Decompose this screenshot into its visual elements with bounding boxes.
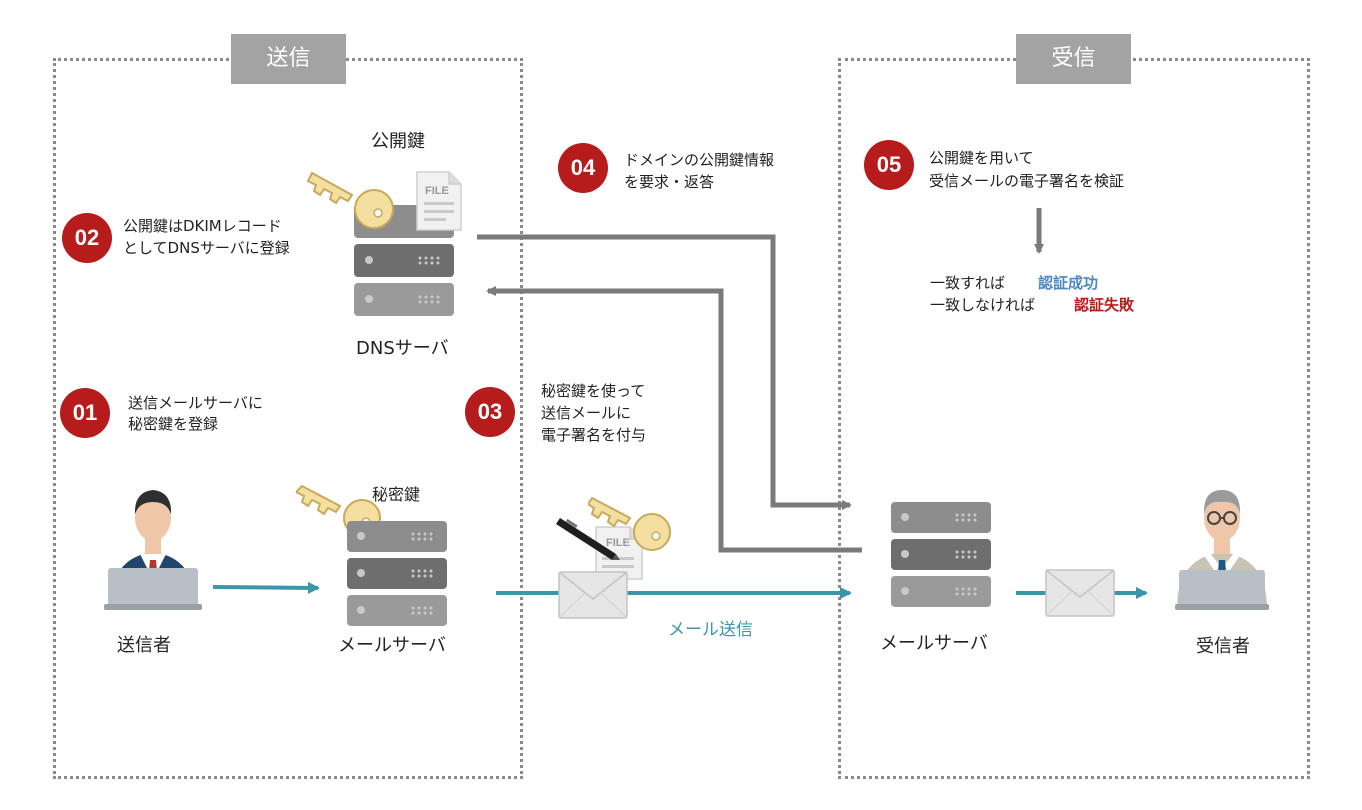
receive-zone-title: 受信	[1016, 34, 1131, 84]
dns-server-label: DNSサーバ	[356, 338, 449, 359]
result-match-prefix: 一致すれば	[930, 274, 1006, 292]
step-05-badge: 05	[864, 140, 914, 190]
sender-mail-server-icon	[347, 521, 447, 626]
result-mismatch-prefix: 一致しなければ	[930, 296, 1036, 314]
sender-person-icon	[104, 490, 202, 610]
step-03-line-1: 秘密鍵を使って	[541, 382, 646, 400]
public-key-label: 公開鍵	[371, 131, 425, 152]
step-01-line-2: 秘密鍵を登録	[128, 415, 219, 433]
result-mismatch-status: 認証失敗	[1074, 296, 1135, 314]
step-04-badge: 04	[558, 143, 608, 193]
public-file-tag: FILE	[425, 185, 449, 197]
pen-icon	[556, 518, 620, 560]
step-05-line-2: 受信メールの電子署名を検証	[929, 172, 1125, 190]
receiver-label: 受信者	[1196, 636, 1250, 657]
sender-label: 送信者	[117, 635, 171, 656]
step-03-line-3: 電子署名を付与	[541, 426, 647, 444]
send-zone-title: 送信	[231, 34, 346, 84]
step-05-line-1: 公開鍵を用いて	[929, 149, 1034, 167]
mail-send-label: メール送信	[668, 620, 753, 640]
result-match-status: 認証成功	[1038, 274, 1099, 292]
receiver-person-icon	[1175, 490, 1269, 610]
step-02-line-1: 公開鍵はDKIMレコード	[123, 217, 282, 235]
dns-reply-arrow	[477, 234, 852, 510]
step-01-line-1: 送信メールサーバに	[128, 394, 263, 412]
step-02-badge: 02	[62, 213, 112, 263]
public-key-icon	[306, 171, 394, 229]
receiver-mail-server-icon	[891, 502, 991, 607]
step-03-line-2: 送信メールに	[541, 404, 632, 422]
signed-file-tag: FILE	[606, 537, 630, 549]
step-04-line-2: を要求・返答	[624, 173, 715, 191]
step-01-badge: 01	[60, 388, 110, 438]
step-03-badge: 03	[465, 387, 515, 437]
signing-key-icon	[588, 496, 671, 551]
received-envelope-icon	[1045, 569, 1115, 617]
step-04-line-1: ドメインの公開鍵情報	[624, 151, 775, 169]
dns-request-arrow	[486, 286, 862, 553]
public-file-icon	[416, 171, 462, 231]
sender-mail-server-label: メールサーバ	[338, 635, 446, 656]
sent-envelope-icon	[558, 571, 628, 619]
sender-to-server-arrow	[212, 581, 320, 594]
private-key-label: 秘密鍵	[372, 485, 421, 504]
receiver-mail-server-label: メールサーバ	[880, 633, 988, 654]
step-02-line-2: としてDNSサーバに登録	[123, 239, 290, 257]
